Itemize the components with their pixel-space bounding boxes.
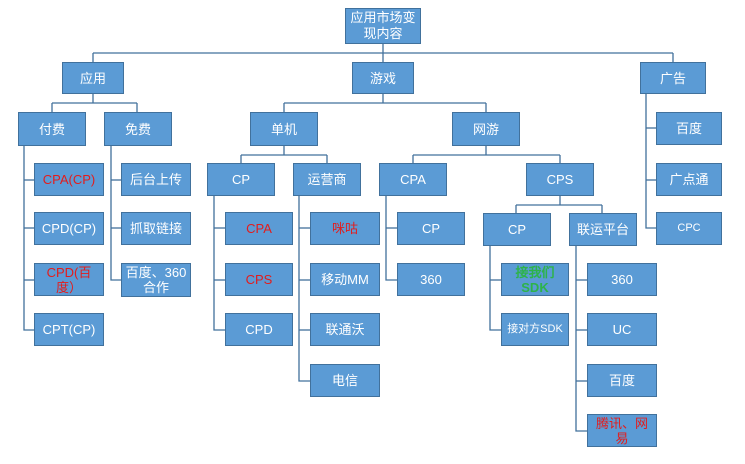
node-cps-cp-item: 接对方SDK xyxy=(501,313,569,346)
node-cps-cp-label: CP xyxy=(507,222,527,237)
operator-item-label: 移动MM xyxy=(321,272,369,287)
free-item-label: 抓取链接 xyxy=(129,221,182,236)
online-cpa-item-label: 360 xyxy=(420,272,442,287)
node-cps-platform-label: 联运平台 xyxy=(576,222,629,237)
node-online-cps-label: CPS xyxy=(546,172,574,187)
node-app-label: 应用 xyxy=(79,70,106,86)
platform-item-label: 360 xyxy=(611,272,633,287)
cps-cp-item-label: 接对方SDK xyxy=(507,323,563,335)
node-online-cpa-label: CPA xyxy=(400,172,426,187)
paid-item-label: CPD(百度） xyxy=(46,264,92,295)
node-online-cpa-item: 360 xyxy=(397,263,465,296)
node-platform-item: 360 xyxy=(587,263,657,296)
node-online-cps: CPS xyxy=(526,163,594,196)
node-paid-item: CPD(百度） xyxy=(34,263,104,296)
node-platform-item: 腾讯、网易 xyxy=(587,414,657,447)
cps-cp-item-label: 接我们SDK xyxy=(515,264,555,295)
operator-item-label: 联通沃 xyxy=(325,322,365,337)
node-free: 免费 xyxy=(104,112,172,146)
paid-item-label: CPT(CP) xyxy=(42,322,96,337)
platform-item-label: 百度 xyxy=(608,373,635,388)
node-free-label: 免费 xyxy=(124,121,151,137)
node-game: 游戏 xyxy=(352,62,414,94)
node-single-player: 单机 xyxy=(250,112,318,146)
node-ad-item: 百度 xyxy=(656,112,722,145)
online-cpa-item-label: CP xyxy=(421,221,441,236)
node-paid-label: 付费 xyxy=(38,121,65,137)
node-online-cpa: CPA xyxy=(379,163,447,196)
node-single-cp-label: CP xyxy=(231,172,251,187)
node-paid-item: CPD(CP) xyxy=(34,212,104,245)
node-operator-item: 联通沃 xyxy=(310,313,380,346)
node-app: 应用 xyxy=(62,62,124,94)
node-single-cp-item: CPA xyxy=(225,212,293,245)
node-single-cp-item: CPD xyxy=(225,313,293,346)
root-label: 应用市场变现内容 xyxy=(350,10,416,41)
single-cp-item-label: CPD xyxy=(245,322,273,337)
operator-item-label: 咪咕 xyxy=(331,221,358,236)
free-item-label: 百度、360合作 xyxy=(125,265,187,295)
node-ad-item: 广点通 xyxy=(656,163,722,196)
node-platform-item: UC xyxy=(587,313,657,346)
root-node: 应用市场变现内容 xyxy=(345,8,421,44)
single-cp-item-label: CPS xyxy=(245,272,273,287)
platform-item-label: UC xyxy=(612,322,632,337)
node-operator-item: 移动MM xyxy=(310,263,380,296)
node-single-cp: CP xyxy=(207,163,275,196)
ad-item-label: CPC xyxy=(677,222,701,234)
operator-item-label: 电信 xyxy=(331,373,358,388)
node-operator: 运营商 xyxy=(293,163,361,196)
paid-item-label: CPA(CP) xyxy=(42,172,96,187)
node-paid-item: CPT(CP) xyxy=(34,313,104,346)
node-cps-cp-item: 接我们SDK xyxy=(501,263,569,296)
node-single-cp-item: CPS xyxy=(225,263,293,296)
node-online-game-label: 网游 xyxy=(472,121,499,137)
node-ad-item: CPC xyxy=(656,212,722,245)
node-ad: 广告 xyxy=(640,62,706,94)
node-free-item: 抓取链接 xyxy=(121,212,191,245)
node-cps-platform: 联运平台 xyxy=(569,213,637,246)
node-game-label: 游戏 xyxy=(369,70,396,86)
single-cp-item-label: CPA xyxy=(246,221,272,236)
node-online-cpa-item: CP xyxy=(397,212,465,245)
node-operator-label: 运营商 xyxy=(307,172,347,187)
node-cps-cp: CP xyxy=(483,213,551,246)
node-free-item: 百度、360合作 xyxy=(121,263,191,297)
node-single-player-label: 单机 xyxy=(270,121,297,137)
paid-item-label: CPD(CP) xyxy=(41,221,97,236)
node-free-item: 后台上传 xyxy=(121,163,191,196)
ad-item-label: 广点通 xyxy=(669,172,709,187)
node-ad-label: 广告 xyxy=(659,70,686,86)
ad-item-label: 百度 xyxy=(675,121,702,136)
node-online-game: 网游 xyxy=(452,112,520,146)
node-operator-item: 电信 xyxy=(310,364,380,397)
free-item-label: 后台上传 xyxy=(129,172,182,187)
node-paid-item: CPA(CP) xyxy=(34,163,104,196)
node-platform-item: 百度 xyxy=(587,364,657,397)
platform-item-label: 腾讯、网易 xyxy=(595,415,648,446)
node-paid: 付费 xyxy=(18,112,86,146)
node-operator-item: 咪咕 xyxy=(310,212,380,245)
